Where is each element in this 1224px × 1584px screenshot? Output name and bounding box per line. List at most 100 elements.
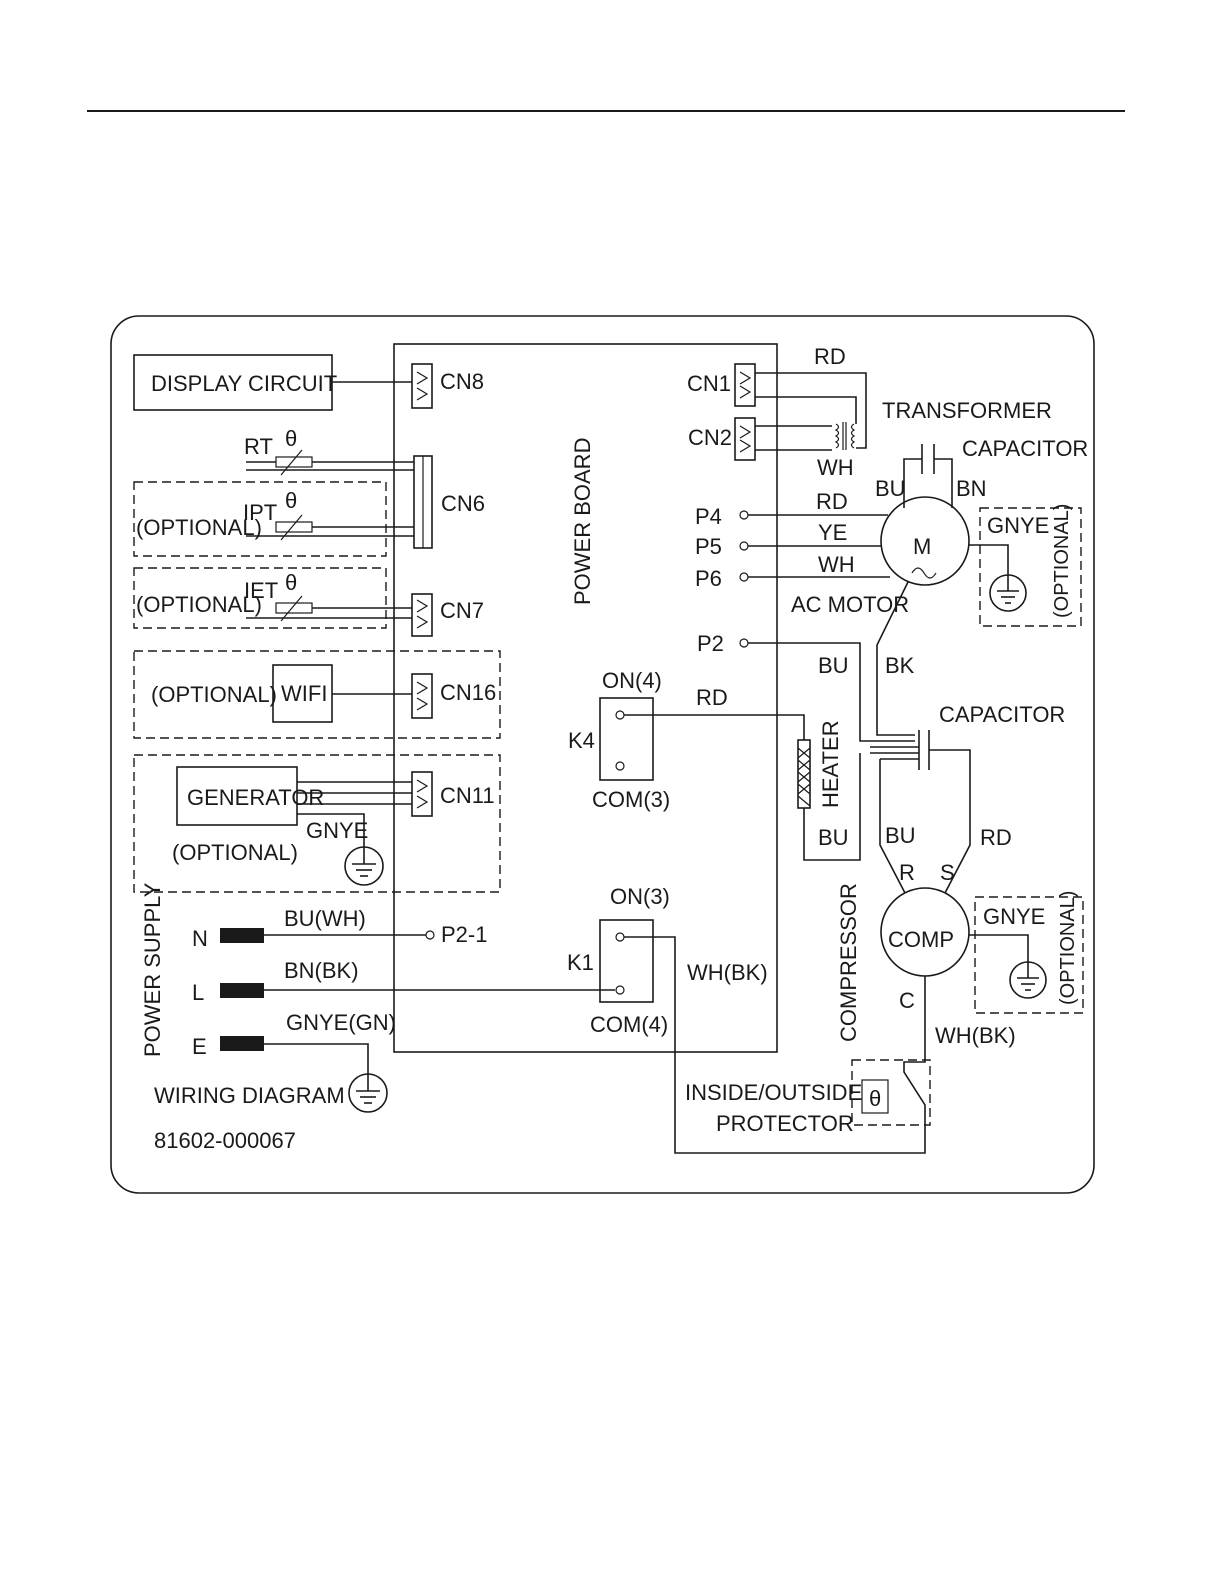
k4-relay [599,697,654,781]
cn16-connector [411,673,433,719]
cn2-connector [734,417,756,461]
motor-letter: M [913,534,931,559]
generator-label: GENERATOR [187,785,324,810]
power-board [393,343,778,1053]
p2-label: P2 [697,631,724,656]
wire-bu-heater-label: BU [818,825,849,850]
supply-l-terminal [220,983,264,998]
generator-optional-box [133,754,501,893]
p2-terminal [739,638,749,648]
wire-wh-bk-k1-label: WH(BK) [687,960,768,985]
display-circuit-label: DISPLAY CIRCUIT [151,371,337,396]
supply-ground-icon [348,1073,388,1113]
fan-capacitor-label: CAPACITOR [962,436,1088,461]
cn1-connector [734,363,756,407]
comp-terminal-r: R [899,860,915,885]
wire-rd-comp-label: RD [980,825,1012,850]
power-supply-label: POWER SUPPLY [140,882,165,1057]
supply-n-terminal [220,928,264,943]
supply-n-label: N [192,926,208,951]
cn11-label: CN11 [440,783,495,808]
ac-motor-label: AC MOTOR [791,592,909,617]
ipt-theta: θ [285,488,297,513]
comp-optional-label: (OPTIONAL) [1057,891,1079,1005]
k4-com-label: COM(3) [592,787,670,812]
wire-bu-wh-label: BU(WH) [284,906,366,931]
power-board-label: POWER BOARD [570,438,595,605]
diagram-frame [110,315,1095,1194]
iet-optional-box [133,567,387,629]
comp-ground-icon [1009,961,1047,999]
k1-label: K1 [567,950,594,975]
p5-label: P5 [695,534,722,559]
cn7-label: CN7 [440,598,484,623]
heater-element [797,739,811,809]
supply-e-label: E [192,1034,207,1059]
wire-bu-comp-label: BU [885,823,916,848]
iet-label: IET [244,578,278,603]
k4-label: K4 [568,728,595,753]
wire-bk-motor-label: BK [885,653,915,678]
protector-box [851,1059,931,1126]
protector-theta: θ [869,1086,881,1111]
fan-capacitor-icon [921,444,935,474]
p6-terminal [739,572,749,582]
wire-wh-p6-label: WH [818,552,855,577]
p6-label: P6 [695,566,722,591]
wifi-optional-label: (OPTIONAL) [151,682,277,707]
k1-com-label: COM(4) [590,1012,668,1037]
p2-1-label: P2-1 [441,922,487,947]
comp-gnye-label: GNYE [983,904,1045,929]
diagram-title: WIRING DIAGRAM [154,1083,345,1108]
supply-e-terminal [220,1036,264,1051]
p4-terminal [739,510,749,520]
ipt-optional-label: (OPTIONAL) [136,515,262,540]
wire-rd-k4-label: RD [696,685,728,710]
k4-on-label: ON(4) [602,668,662,693]
comp-label: COMP [888,927,954,952]
comp-terminal-c: C [899,988,915,1013]
wire-gnye-gn-label: GNYE(GN) [286,1010,396,1035]
ac-motor-icon [880,496,970,586]
cn7-connector [411,593,433,637]
iet-theta: θ [285,570,297,595]
wire-bu-motor-label: BU [875,476,906,501]
rt-label: RT [244,434,273,459]
wire-ye-p5-label: YE [818,520,847,545]
k1-on-label: ON(3) [610,884,670,909]
motor-optional-ground-box [979,507,1082,627]
generator-box [176,766,298,826]
compressor-label: COMPRESSOR [836,883,861,1042]
protector-switch-icon [861,976,926,1125]
cn11-connector [411,771,433,817]
cn6-label: CN6 [441,491,485,516]
supply-l-label: L [192,980,204,1005]
iet-optional-label: (OPTIONAL) [136,592,262,617]
wire-bn-motor-label: BN [956,476,987,501]
protector-label-1: INSIDE/OUTSIDE [685,1080,862,1105]
wire-wh-transformer-label: WH [817,455,854,480]
transformer-coil-icon [834,422,856,450]
wire-bn-bk-label: BN(BK) [284,958,359,983]
comp-terminal-s: S [940,860,955,885]
motor-optional-label: (OPTIONAL) [1051,504,1073,618]
cn6-connector [413,455,433,549]
wire-wh-bk-comp-label: WH(BK) [935,1023,1016,1048]
generator-ground-icon [344,846,384,886]
protector-label-2: PROTECTOR [716,1111,854,1136]
cn8-connector [411,363,433,409]
generator-optional-label: (OPTIONAL) [172,840,298,865]
cn1-label: CN1 [687,371,731,396]
cn2-label: CN2 [688,425,732,450]
ipt-optional-box [133,481,387,557]
k1-relay [599,919,654,1003]
generator-gnye-label: GNYE [306,818,368,843]
wifi-label: WIFI [281,681,327,706]
wifi-optional-box [133,650,501,739]
iet-thermistor [275,602,313,614]
p2-1-terminal [425,930,435,940]
cn8-label: CN8 [440,369,484,394]
wire-rd-p4-label: RD [816,489,848,514]
rt-thermistor [275,456,313,468]
